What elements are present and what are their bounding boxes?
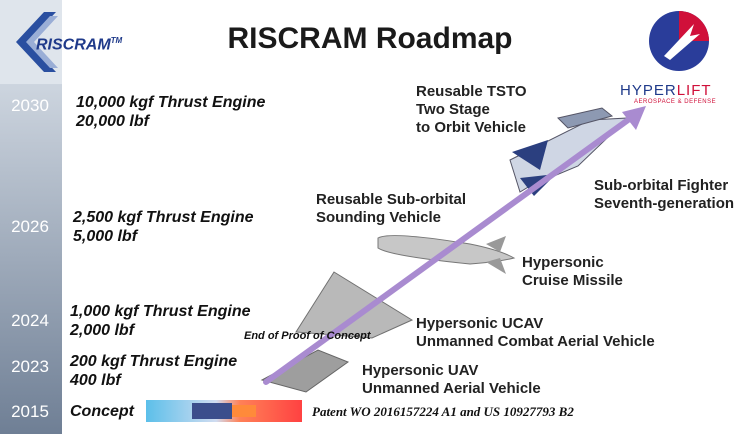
page-title: RISCRAM Roadmap [227, 22, 513, 55]
riscram-logo-icon [16, 12, 58, 72]
trajectory-arrow [263, 106, 646, 385]
hyperlift-emblem-icon [649, 11, 709, 71]
hypersonic-ucav-icon [295, 271, 414, 339]
spec-2015: Concept [70, 403, 134, 420]
year-2030: 2030 [11, 96, 49, 115]
milestone-label: End of Proof of Concept [244, 330, 371, 342]
year-2026: 2026 [11, 217, 49, 236]
engine-concept-icon [146, 400, 302, 422]
year-2015: 2015 [11, 402, 49, 421]
hyperlift-tagline: AEROSPACE & DEFENSE [634, 99, 717, 105]
year-2024: 2024 [11, 311, 49, 330]
patent-note: Patent WO 2016157224 A1 and US 10927793 … [312, 404, 574, 419]
year-2023: 2023 [11, 357, 49, 376]
riscram-logo-text: RISCRAMTM [36, 36, 123, 54]
tsto-vehicle-icon [509, 107, 630, 196]
timeline-sidebar [0, 84, 62, 434]
hyperlift-logo-text: HYPERLIFT [620, 82, 712, 99]
